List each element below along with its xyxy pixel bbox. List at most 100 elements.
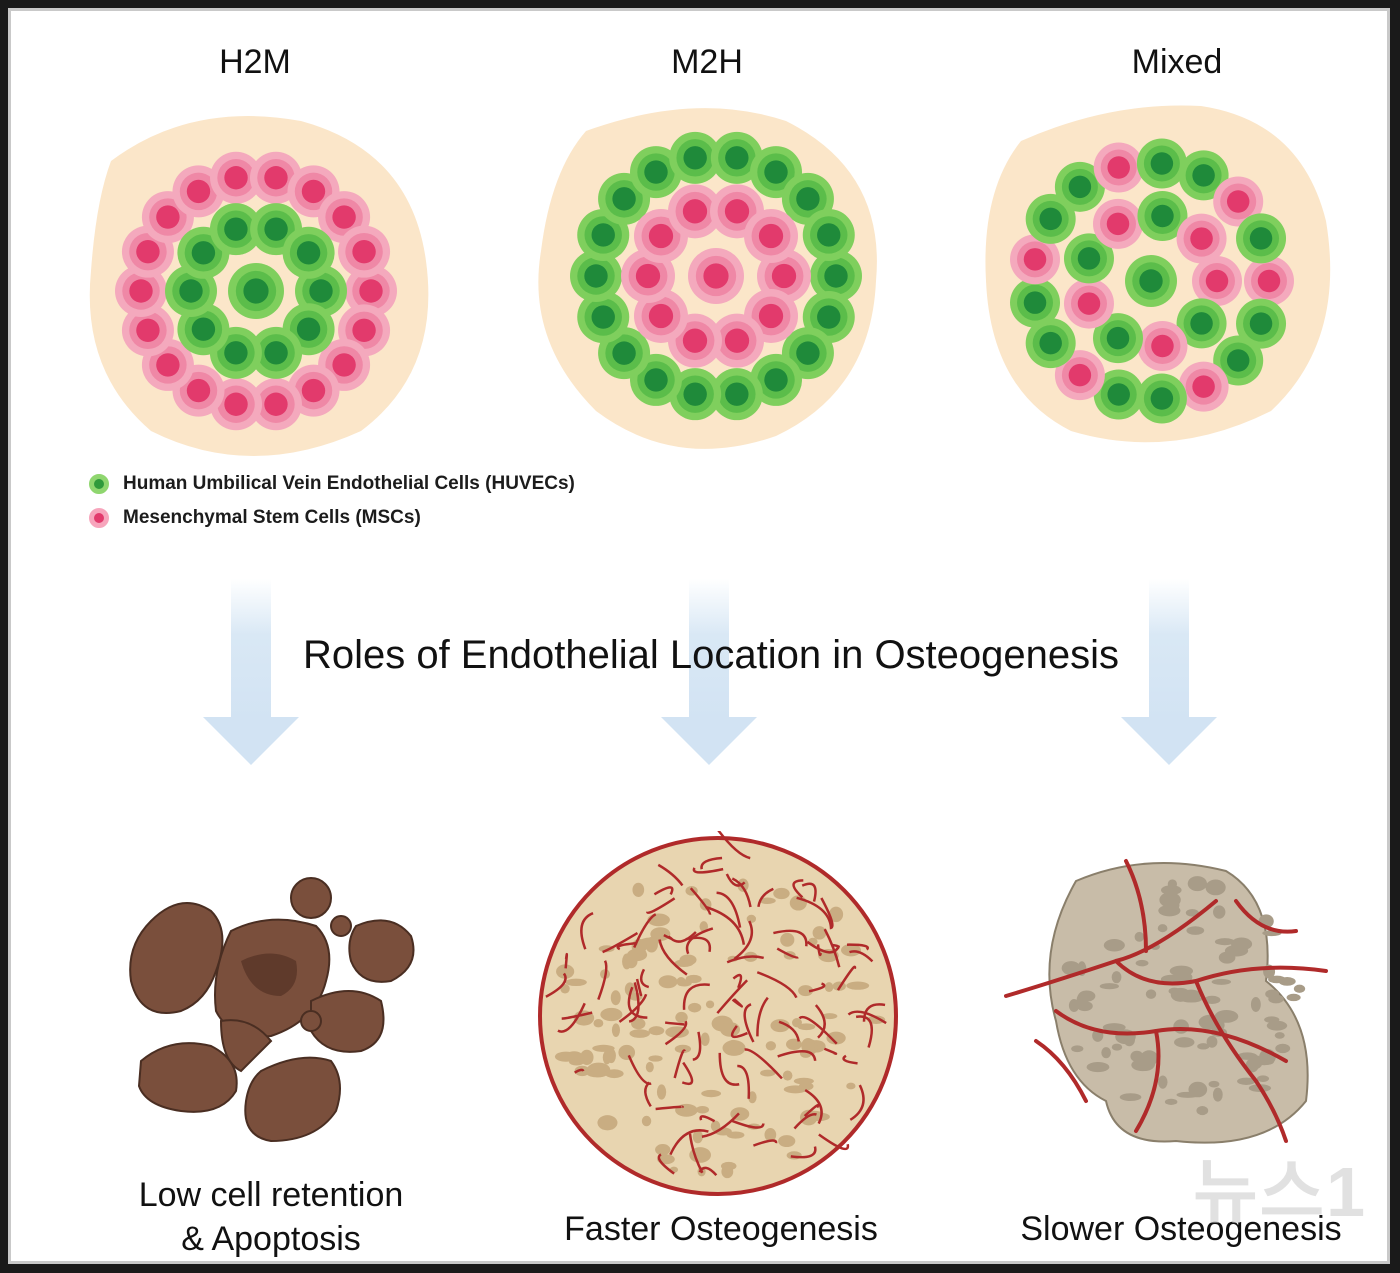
bone-pore <box>1068 999 1080 1013</box>
bone-pore <box>674 959 694 968</box>
blood-vessel <box>561 1011 593 1020</box>
spheroid-h2m <box>89 116 429 456</box>
huvec-cell <box>630 146 682 199</box>
bone-pore <box>629 1029 650 1038</box>
bone-pore <box>1278 977 1296 986</box>
bone-pore <box>828 906 844 923</box>
bone-pore <box>602 1050 612 1065</box>
bone-pore <box>1197 1043 1210 1050</box>
blood-vessel <box>628 982 640 1023</box>
legend-label-huvec: Human Umbilical Vein Endothelial Cells (… <box>123 473 575 494</box>
bone-pore <box>797 1023 816 1031</box>
huvec-cell <box>1025 193 1076 244</box>
blood-vessel <box>801 882 817 902</box>
center-title: Roles of Endothelial Location in Osteoge… <box>302 633 1120 677</box>
legend-label-msc: Mesenchymal Stem Cells (MSCs) <box>123 507 421 528</box>
legend-item-huvec: Human Umbilical Vein Endothelial Cells (… <box>89 473 575 495</box>
blood-vessel <box>796 896 833 928</box>
blood-vessel <box>726 955 765 964</box>
blood-vessel <box>847 1010 887 1025</box>
blood-vessel <box>836 965 857 991</box>
huvec-cell <box>750 353 802 406</box>
msc-cell <box>688 248 744 304</box>
huvec-cell <box>1010 277 1061 328</box>
bone-pore <box>1167 879 1178 889</box>
blood-vessel <box>627 986 648 1019</box>
msc-cell <box>710 313 765 368</box>
blood-vessel <box>682 983 710 1010</box>
bone-pore <box>770 1019 790 1033</box>
huvec-cell <box>282 226 335 279</box>
blood-vessel <box>669 1129 709 1156</box>
msc-cell <box>1137 320 1188 371</box>
bone-pore <box>1212 1087 1223 1102</box>
blood-vessel <box>808 982 826 993</box>
bone-pore <box>641 1115 652 1127</box>
bone-pore <box>676 977 686 987</box>
green-cell-icon <box>89 474 109 494</box>
blood-vessel <box>744 1048 783 1080</box>
blood-vessel <box>818 1133 850 1151</box>
bone-pore <box>1169 965 1194 977</box>
msc-cell <box>1093 142 1144 193</box>
blood-vessel <box>700 856 723 870</box>
outcome-line: & Apoptosis <box>181 1220 361 1258</box>
blood-vessel <box>657 1153 675 1175</box>
bone-pore <box>1214 938 1235 946</box>
bone-pore <box>700 1032 710 1046</box>
blood-vessel <box>664 1020 688 1046</box>
blood-vessel <box>633 913 657 948</box>
bone-pore <box>726 1131 745 1139</box>
blood-vessel <box>756 971 798 999</box>
bone-pore <box>701 1089 722 1098</box>
blood-vessel <box>718 1052 740 1086</box>
huvec-cell <box>1125 255 1177 307</box>
bone-pore <box>556 964 575 979</box>
bone-pore <box>1103 939 1125 952</box>
blood-vessel <box>685 927 714 955</box>
bone-pore <box>1123 1033 1135 1047</box>
bone-pore <box>1086 1061 1110 1073</box>
bone-pore <box>1237 1052 1258 1060</box>
blood-vessel <box>803 1104 820 1117</box>
bone-pore <box>587 1070 608 1078</box>
bone-pore <box>656 1084 667 1100</box>
bone-pore <box>1061 961 1081 976</box>
blood-vessel <box>743 1003 755 1043</box>
blood-vessel <box>842 1054 858 1065</box>
blood-vessel <box>823 928 841 968</box>
msc-cell <box>1093 198 1143 249</box>
bone-pore <box>1188 1081 1208 1098</box>
bone-pore <box>778 1135 796 1148</box>
blood-vessel <box>597 960 608 1001</box>
blood-vessel <box>732 973 743 989</box>
bone-pore <box>597 1115 618 1131</box>
huvec-cell <box>1213 335 1264 386</box>
blood-vessel <box>655 1105 684 1111</box>
bone-pore <box>674 1044 692 1054</box>
blood-vessel <box>616 941 638 951</box>
blood-vessel <box>689 887 712 915</box>
bone-pore <box>611 1023 621 1037</box>
bone-pore <box>1102 1023 1126 1032</box>
huvec-cell <box>209 203 262 256</box>
bone-pore <box>1173 1019 1189 1034</box>
huvec-cell <box>802 208 855 261</box>
bone-pore <box>759 897 776 905</box>
blood-vessel <box>717 831 751 860</box>
bone-pore <box>569 1058 585 1066</box>
bone-pore <box>746 914 757 923</box>
msc-cell <box>1244 256 1294 306</box>
blood-vessel <box>618 993 648 1023</box>
bone-pore <box>1211 978 1232 985</box>
blood-vessel <box>793 1113 817 1130</box>
spheroid-m2h <box>538 108 877 449</box>
bone-pore <box>1218 951 1236 964</box>
bone-pore <box>1071 1045 1084 1053</box>
blood-vessel <box>688 1133 704 1174</box>
blood-vessel <box>639 968 650 989</box>
figure-frame: H2M M2H Mixed Human Umbilical Vein Endot… <box>8 8 1390 1264</box>
bone-pore <box>782 1070 793 1081</box>
bone-pore <box>600 1007 623 1022</box>
bone-pore <box>648 1026 665 1036</box>
